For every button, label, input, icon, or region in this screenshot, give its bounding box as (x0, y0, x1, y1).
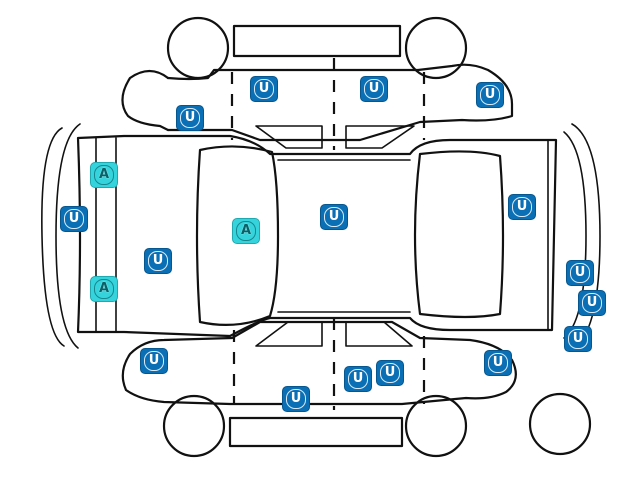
damage-marker-u[interactable]: U (376, 360, 404, 386)
damage-marker-u[interactable]: U (564, 326, 592, 352)
front-bumper-outer (41, 127, 65, 347)
rear-left-wheel (404, 16, 468, 80)
damage-marker-u[interactable]: U (250, 76, 278, 102)
damage-marker-u[interactable]: U (60, 206, 88, 232)
left-side-view (121, 16, 514, 150)
damage-marker-u[interactable]: U (578, 290, 606, 316)
car-body-outline (76, 134, 558, 338)
damage-marker-u[interactable]: U (320, 204, 348, 230)
front-right-wheel (162, 394, 226, 458)
left-front-window (255, 125, 323, 149)
damage-marker-u[interactable]: U (508, 194, 536, 220)
damage-marker-a[interactable]: A (90, 276, 118, 302)
damage-marker-u[interactable]: U (282, 386, 310, 412)
rear-window (413, 150, 505, 319)
damage-marker-u[interactable]: U (360, 76, 388, 102)
rear-right-wheel (404, 394, 468, 458)
front-bumper-inner (55, 123, 81, 349)
damage-marker-u[interactable]: U (476, 82, 504, 108)
right-rear-window (345, 321, 413, 347)
damage-marker-u[interactable]: U (144, 248, 172, 274)
damage-marker-a[interactable]: A (232, 218, 260, 244)
spare-wheel (528, 392, 592, 456)
damage-marker-u[interactable]: U (344, 366, 372, 392)
left-rocker-panel (232, 24, 402, 58)
damage-marker-u[interactable]: U (484, 350, 512, 376)
damage-marker-u[interactable]: U (176, 105, 204, 131)
right-rocker-panel (228, 416, 404, 448)
top-view (41, 123, 601, 349)
damage-marker-u[interactable]: U (140, 348, 168, 374)
windshield (195, 145, 280, 326)
rear-bumper-inner (563, 131, 587, 339)
right-front-window (255, 321, 323, 347)
damage-marker-a[interactable]: A (90, 162, 118, 188)
left-rear-window (345, 125, 415, 149)
damage-marker-u[interactable]: U (566, 260, 594, 286)
